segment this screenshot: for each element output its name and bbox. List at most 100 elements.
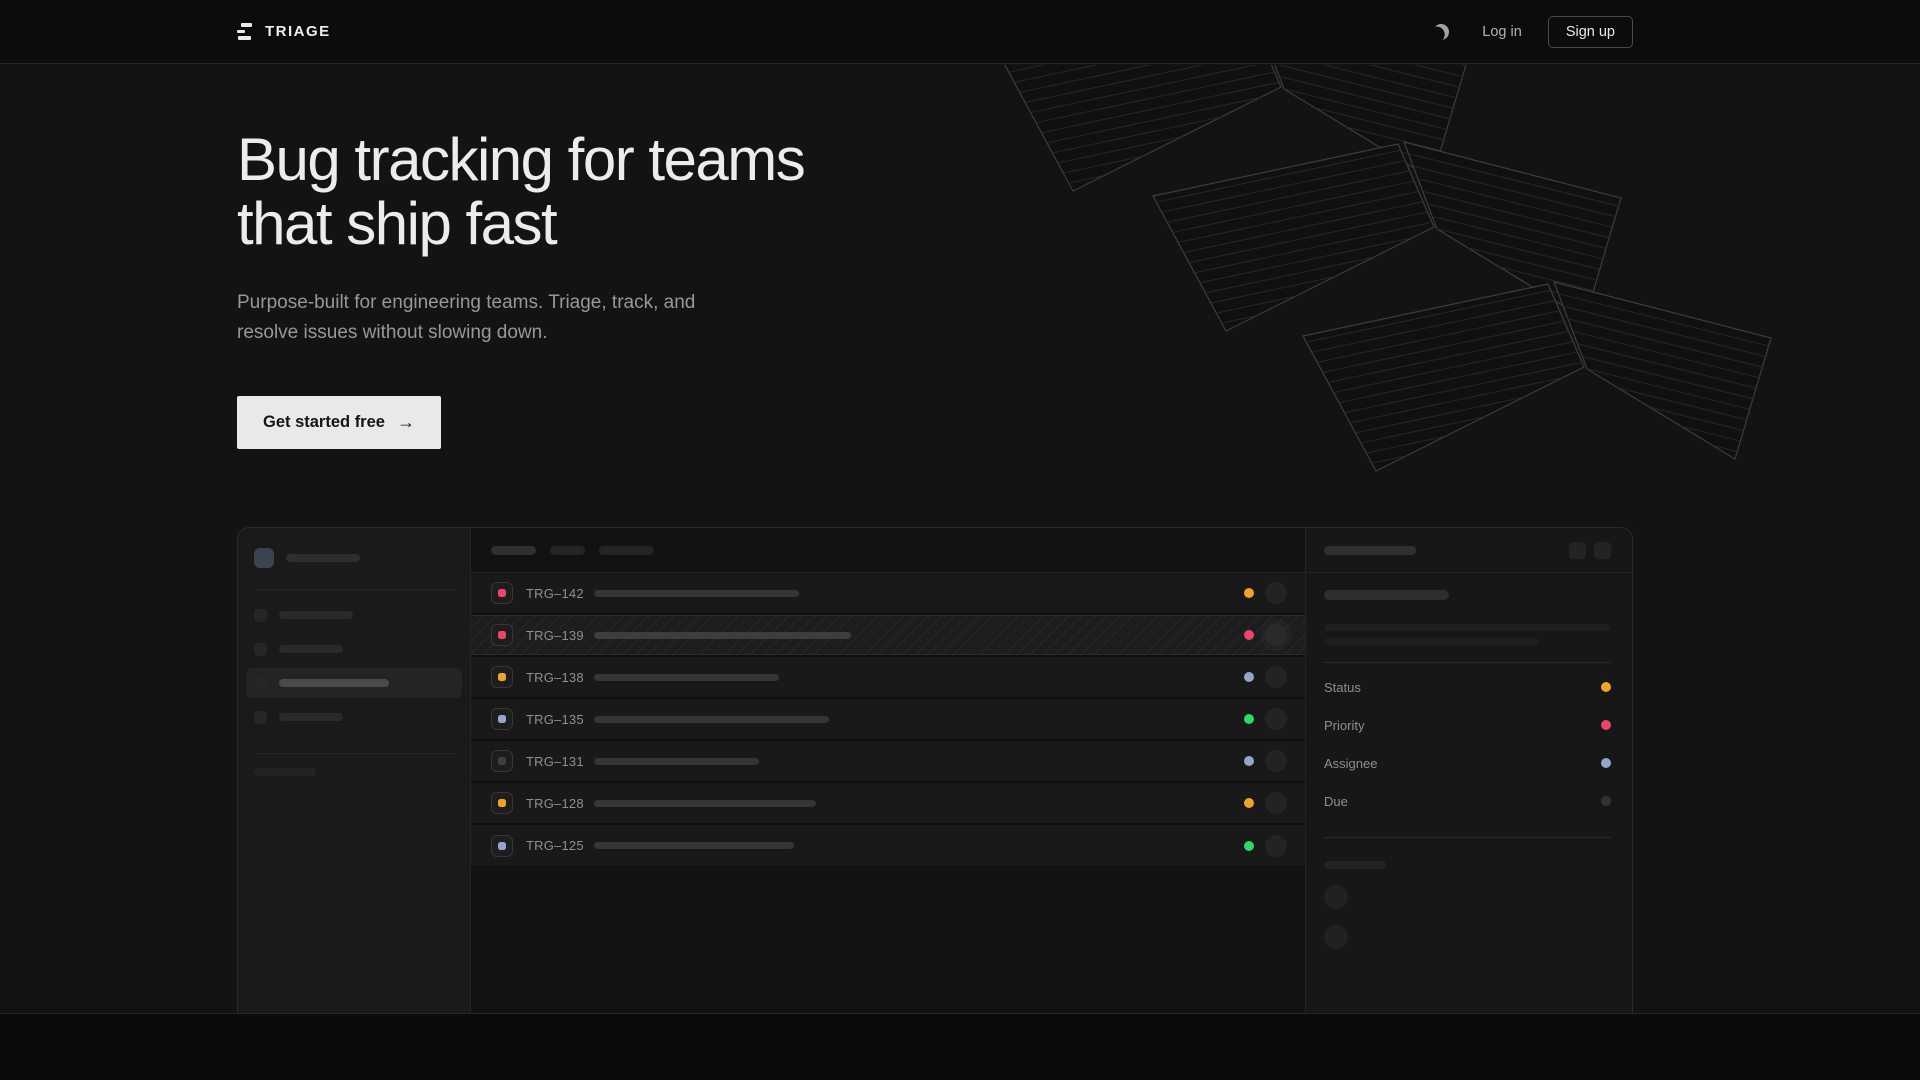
nav-item-icon — [254, 710, 267, 724]
detail-field: Priority — [1324, 706, 1611, 744]
top-nav: TRIAGE Log in Sign up — [0, 0, 1920, 64]
mockup-nav-item-active — [246, 668, 462, 698]
tab-pill-active — [491, 545, 536, 555]
divider — [1324, 662, 1611, 663]
issue-list-header — [471, 528, 1305, 573]
theme-toggle-button[interactable] — [1426, 17, 1456, 47]
issue-id: TRG–142 — [526, 585, 584, 601]
field-label: Assignee — [1324, 755, 1378, 771]
issue-id: TRG–135 — [526, 711, 584, 727]
brand-logo[interactable]: TRIAGE — [237, 23, 331, 40]
issue-id: TRG–138 — [526, 669, 584, 685]
issue-title-skeleton — [594, 715, 829, 723]
nav-item-icon — [254, 608, 267, 622]
comment-avatar — [1324, 925, 1348, 949]
assignee-avatar — [1265, 792, 1287, 814]
detail-field: Assignee — [1324, 744, 1611, 782]
detail-header-button — [1594, 541, 1611, 559]
divider — [254, 589, 454, 590]
issue-id: TRG–125 — [526, 838, 584, 853]
assignee-avatar — [1265, 624, 1287, 646]
workspace-avatar — [254, 548, 274, 568]
issue-title-skeleton — [594, 799, 816, 807]
divider — [254, 753, 454, 754]
signup-button[interactable]: Sign up — [1547, 15, 1633, 48]
mockup-detail-panel: Status Priority Assignee Due — [1306, 528, 1632, 1014]
issue-id: TRG–131 — [526, 753, 584, 769]
assignee-avatar — [1265, 666, 1287, 688]
issue-row: TRG–128 — [471, 783, 1305, 825]
comment-avatar — [1324, 885, 1348, 909]
get-started-button[interactable]: Get started free → — [237, 396, 441, 449]
detail-title-skeleton — [1324, 590, 1449, 600]
status-dot — [1244, 840, 1254, 851]
issue-title-skeleton — [594, 673, 779, 681]
priority-icon — [491, 708, 513, 730]
assignee-avatar — [1265, 708, 1287, 730]
hero-heading-line2: that ship fast — [237, 190, 558, 257]
app-mockup: TRG–142 TRG–139 TRG–138 TRG–135 — [237, 527, 1633, 1014]
priority-icon — [491, 792, 513, 814]
skeleton-bar — [279, 679, 389, 687]
status-dot — [1244, 672, 1254, 682]
detail-fields: Status Priority Assignee Due — [1324, 668, 1611, 820]
status-dot — [1244, 630, 1254, 640]
skeleton-bar — [279, 645, 343, 653]
field-value-dot — [1601, 720, 1611, 730]
detail-paragraph-skeleton — [1324, 624, 1611, 631]
status-dot — [1244, 756, 1254, 766]
tab-pill — [550, 545, 585, 555]
issue-row: TRG–125 — [471, 825, 1305, 867]
mockup-sidebar — [238, 528, 471, 1014]
skeleton-bar — [279, 611, 353, 619]
detail-header-buttons — [1569, 541, 1611, 559]
field-label: Due — [1324, 793, 1348, 809]
login-link[interactable]: Log in — [1482, 23, 1522, 40]
field-value-dot — [1601, 758, 1611, 768]
mockup-workspace-row — [254, 548, 454, 568]
issue-row: TRG–138 — [471, 657, 1305, 699]
issue-title-skeleton — [594, 842, 794, 849]
issue-row: TRG–135 — [471, 699, 1305, 741]
assignee-avatar — [1265, 582, 1287, 604]
nav-item-icon — [254, 642, 267, 656]
hero-subtitle: Purpose-built for engineering teams. Tri… — [237, 288, 804, 348]
detail-field: Due — [1324, 782, 1611, 820]
mockup-nav-item — [246, 634, 462, 664]
detail-paragraph-skeleton — [1324, 638, 1539, 645]
footer-band — [0, 1013, 1920, 1080]
priority-icon — [491, 750, 513, 772]
get-started-label: Get started free — [263, 413, 385, 431]
detail-field: Status — [1324, 668, 1611, 706]
field-value-dot — [1601, 682, 1611, 692]
field-label: Status — [1324, 679, 1361, 695]
skeleton-bar — [279, 713, 343, 721]
mockup-nav-item — [246, 702, 462, 732]
issue-title-skeleton — [594, 757, 759, 765]
issue-row: TRG–142 — [471, 573, 1305, 615]
hero-subtitle-line1: Purpose-built for engineering teams. Tri… — [237, 292, 696, 313]
status-dot — [1244, 588, 1254, 598]
arrow-right-icon: → — [396, 412, 415, 432]
moon-icon — [1433, 23, 1451, 41]
skeleton-bar — [286, 554, 360, 562]
issue-id: TRG–139 — [526, 627, 584, 643]
issue-id: TRG–128 — [526, 795, 584, 811]
priority-icon — [491, 666, 513, 688]
issue-row: TRG–131 — [471, 741, 1305, 783]
brand-name: TRIAGE — [265, 23, 331, 40]
status-dot — [1244, 798, 1254, 808]
hero-heading: Bug tracking for teams that ship fast — [237, 128, 806, 257]
triage-logo-icon — [237, 23, 254, 40]
priority-icon — [491, 582, 513, 604]
assignee-avatar — [1265, 750, 1287, 772]
issue-title-skeleton — [594, 589, 799, 597]
nav-inner: TRIAGE Log in Sign up — [237, 15, 1633, 48]
tab-pill — [599, 545, 654, 555]
status-dot — [1244, 714, 1254, 724]
skeleton-label — [1324, 861, 1386, 869]
mockup-issue-list: TRG–142 TRG–139 TRG–138 TRG–135 — [471, 528, 1306, 1014]
issue-row-selected: TRG–139 — [471, 615, 1305, 657]
divider — [1324, 837, 1611, 838]
